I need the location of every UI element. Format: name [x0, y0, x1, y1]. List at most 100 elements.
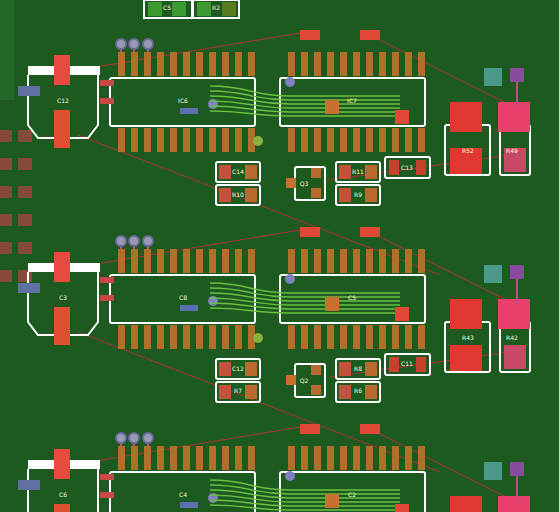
ic-pin [183, 128, 190, 152]
ratsnest-line [78, 33, 520, 275]
pad [245, 362, 257, 376]
ic-pin [379, 128, 386, 152]
pad [180, 502, 198, 508]
pad [339, 385, 351, 399]
ic-pin [314, 249, 321, 273]
ic-pin [222, 128, 229, 152]
ic-pin [392, 128, 399, 152]
pad [197, 2, 211, 16]
ic-pin [418, 249, 425, 273]
pad [219, 385, 231, 399]
pad [510, 265, 524, 279]
ic-pin [340, 325, 347, 349]
ic-pin [196, 128, 203, 152]
pad [18, 283, 40, 293]
via [253, 333, 263, 343]
ic-pin [170, 249, 177, 273]
ic-pin [301, 52, 308, 76]
ic-pin [209, 249, 216, 273]
via [129, 39, 139, 49]
ic-pin [379, 249, 386, 273]
pad [54, 55, 70, 85]
pad [18, 158, 32, 170]
via [116, 39, 126, 49]
pad [0, 186, 12, 198]
pad [504, 345, 526, 369]
pad [510, 68, 524, 82]
pad [365, 362, 377, 376]
ic-pin [248, 446, 255, 470]
pad [325, 494, 339, 508]
ic-pin [327, 249, 334, 273]
reference-designator: C12 [232, 366, 244, 372]
pad [311, 188, 321, 198]
pad [389, 160, 399, 175]
pad [416, 357, 426, 372]
trace [210, 106, 400, 112]
pad [300, 424, 320, 434]
ic-pin [131, 325, 138, 349]
ic-pin [301, 249, 308, 273]
pad [100, 295, 114, 301]
pad [389, 357, 399, 372]
ic-pin [222, 325, 229, 349]
component-outline [445, 322, 490, 372]
pad [365, 165, 377, 179]
ic-pin [288, 249, 295, 273]
pad [311, 385, 321, 395]
pad [219, 362, 231, 376]
pad [450, 102, 482, 132]
reference-designator: R52 [462, 148, 474, 154]
pad [245, 165, 257, 179]
pad [510, 462, 524, 476]
ic-pin [314, 128, 321, 152]
reference-designator: Q3 [300, 181, 309, 187]
ic-pin [418, 325, 425, 349]
ic-pin [288, 446, 295, 470]
ic-pin [340, 52, 347, 76]
trace [210, 308, 400, 313]
transistor-outline [295, 167, 325, 200]
trace [210, 303, 400, 309]
reference-designator: C12 [57, 98, 69, 104]
ic-pin [405, 52, 412, 76]
pad [484, 68, 502, 86]
reference-designator: C14 [232, 169, 244, 175]
pad [339, 188, 351, 202]
ic-pin [157, 446, 164, 470]
ic-pin [392, 52, 399, 76]
pad [18, 186, 32, 198]
via [143, 236, 153, 246]
reference-designator: Q2 [300, 378, 309, 384]
component-outline [216, 359, 260, 379]
via [129, 433, 139, 443]
reference-designator: R8 [354, 366, 362, 372]
trace [516, 82, 518, 108]
ic-pin [392, 446, 399, 470]
ic-pin [196, 249, 203, 273]
pad [484, 265, 502, 283]
ic-pin [144, 128, 151, 152]
ic-outline [280, 78, 425, 126]
component-outline [445, 125, 490, 175]
ic-pin [222, 52, 229, 76]
pad [100, 98, 114, 104]
ic-pin [157, 52, 164, 76]
ic-pin [353, 128, 360, 152]
reference-designator: R10 [232, 192, 244, 198]
ic-pin [301, 128, 308, 152]
ic-pin [327, 325, 334, 349]
pad [18, 130, 32, 142]
ic-pin [170, 52, 177, 76]
trace [210, 500, 400, 506]
ic-pin [379, 52, 386, 76]
reference-designator: C4 [179, 492, 187, 498]
pad [54, 449, 70, 479]
ic-pin [196, 325, 203, 349]
via [285, 77, 295, 87]
ic-pin [366, 128, 373, 152]
ic-pin [288, 52, 295, 76]
ic-pin [418, 446, 425, 470]
pad [339, 165, 351, 179]
